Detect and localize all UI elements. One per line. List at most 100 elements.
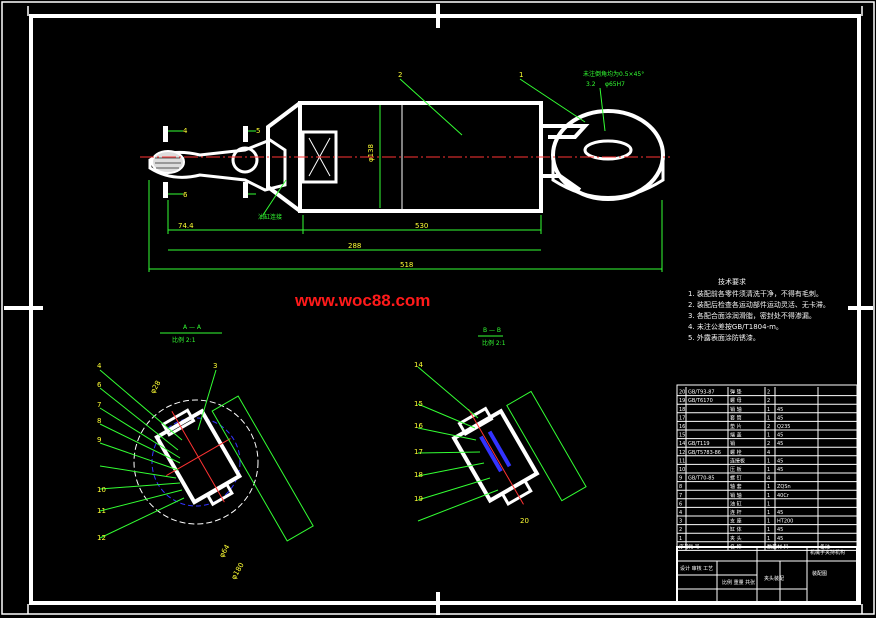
dim-d3: 288 [348, 242, 361, 250]
bom-cell: Q235 [777, 424, 790, 430]
bom-cell: 1 [767, 458, 770, 464]
bom-cell: 压 板 [730, 466, 742, 473]
title-block [676, 546, 858, 604]
tech-req-line-1: 1. 装配前各零件须清洗干净，不得有毛刺。 [688, 289, 823, 298]
bb-label-14: 14 [414, 361, 423, 369]
bom-cell: 4 [679, 510, 682, 516]
aa-label-12: 12 [97, 534, 106, 542]
part-label-2: 2 [398, 71, 402, 79]
bom-cell: 销 轴 [730, 492, 742, 499]
drawing-no: 装配图 [812, 570, 827, 577]
bom-cell: 45 [777, 433, 783, 439]
bom-cell: 螺 钉 [730, 475, 742, 482]
aa-dim-b: φ64 [218, 543, 232, 559]
title-right: 机械手夹持机构 [810, 549, 845, 556]
bom-cell: GB/T6170 [688, 398, 713, 404]
tech-req-line-2: 2. 装配后检查各运动部件运动灵活、无卡滞。 [688, 300, 830, 309]
tech-req-line-3: 3. 各配合面涂润滑脂，密封处不得渗漏。 [688, 311, 816, 320]
bom-cell: 12 [679, 450, 685, 456]
rear-ring-inner [583, 139, 633, 161]
bom-cell: 螺 栓 [730, 449, 742, 456]
bom-cell: 1 [767, 484, 770, 490]
tech-req-line-4: 4. 未注公差按GB/T1804-m。 [688, 322, 783, 331]
bom-cell: 45 [777, 467, 783, 473]
title-mid: 比例 重量 共张 [722, 579, 755, 586]
bom-cell: 18 [679, 407, 685, 413]
bom-cell: 2 [767, 424, 770, 430]
aa-label-4: 4 [97, 362, 102, 370]
bom-cell: 6 [679, 501, 682, 507]
trim-marks [27, 6, 863, 614]
bom-cell: 45 [777, 536, 783, 542]
aa-label-3: 3 [213, 362, 217, 370]
bom-cell: GB/T70-85 [688, 476, 715, 482]
section-aa-title: A — A [183, 324, 202, 331]
note-top: 未注倒角均为0.5×45° [583, 70, 644, 78]
bom-cell: 9 [679, 476, 682, 482]
bom-cell: 1 [767, 527, 770, 533]
bom-cell: 支 座 [730, 518, 742, 525]
bom-cell: 45 [777, 510, 783, 516]
bom-cell: 14 [679, 441, 685, 447]
bom-cell: ZQSn [777, 484, 791, 490]
part-label-4: 4 [183, 127, 188, 135]
bom-table [676, 384, 858, 604]
part-label-1: 1 [519, 71, 523, 79]
bom-cell: 油 缸 [730, 500, 742, 507]
note-top3: φ65H7 [605, 81, 625, 88]
bom-cell: 套 筒 [730, 414, 742, 421]
aa-dim-a: φ28 [149, 379, 163, 395]
bb-label-18: 18 [414, 471, 423, 479]
section-bb-title: B — B [483, 327, 501, 334]
bb-label-20: 20 [520, 517, 529, 525]
bom-cell: 连接板 [730, 457, 745, 464]
dim-d2: 530 [415, 222, 428, 230]
bb-label-15: 15 [414, 400, 423, 408]
main-view: 74.4 530 288 518 φ138 1 2 4 5 6 未注倒角均为0.… [140, 70, 670, 272]
aa-label-11: 11 [97, 507, 106, 515]
bom-cell: 15 [679, 433, 685, 439]
bom-cell: 45 [777, 415, 783, 421]
aa-label-8: 8 [97, 417, 101, 425]
bom-cell: 45 [777, 441, 783, 447]
title-left: 设计 审核 工艺 [680, 565, 713, 572]
section-aa: A — A 比例 2:1 3 4 6 7 8 9 [97, 324, 314, 581]
aa-label-9: 9 [97, 436, 101, 444]
bom-cell: 1 [767, 501, 770, 507]
bom-cell: GB/T93-87 [688, 390, 715, 396]
tech-req-title: 技术要求 [718, 277, 746, 286]
bom-cell: 40Cr [777, 493, 790, 499]
bom-cell: 垫 片 [730, 423, 742, 430]
bom-cell: 1 [767, 407, 770, 413]
bom-cell: 2 [767, 390, 770, 396]
aa-label-6: 6 [97, 381, 102, 389]
bom-cell: 1 [767, 493, 770, 499]
bom-cell: 8 [679, 484, 682, 490]
bom-cell: 1 [767, 415, 770, 421]
note-top2: 3.2 [586, 81, 596, 88]
bom-cell: GB/T119 [688, 441, 710, 447]
drawing-name: 夹头装配 [764, 575, 784, 582]
bom-cell: 2 [679, 527, 682, 533]
bom-cell: 16 [679, 424, 685, 430]
bb-label-17: 17 [414, 448, 423, 456]
bom-cell: 销 轴 [730, 406, 742, 413]
bb-label-16: 16 [414, 422, 423, 430]
bom-cell: 1 [767, 519, 770, 525]
bom-cell: 10 [679, 467, 685, 473]
tech-requirements: 技术要求 1. 装配前各零件须清洗干净，不得有毛刺。 2. 装配后检查各运动部件… [688, 277, 830, 342]
bom-cell: 7 [679, 493, 682, 499]
bom-cell: 17 [679, 415, 685, 421]
bom-cell: 4 [767, 476, 770, 482]
bom-cell: 45 [777, 407, 783, 413]
bom-cell: 20 [679, 390, 685, 396]
bom-cell: 螺 母 [730, 397, 742, 404]
section-bb: B — B 比例 2:1 14 15 16 17 18 19 20 [414, 327, 587, 525]
dim-dv: φ138 [367, 144, 375, 162]
bom-cell: 3 [679, 519, 682, 525]
bom-cell: 1 [767, 433, 770, 439]
rear-ring-outer [551, 109, 665, 201]
bom-cell: 2 [767, 398, 770, 404]
bom-cell: 轴 套 [730, 483, 742, 490]
